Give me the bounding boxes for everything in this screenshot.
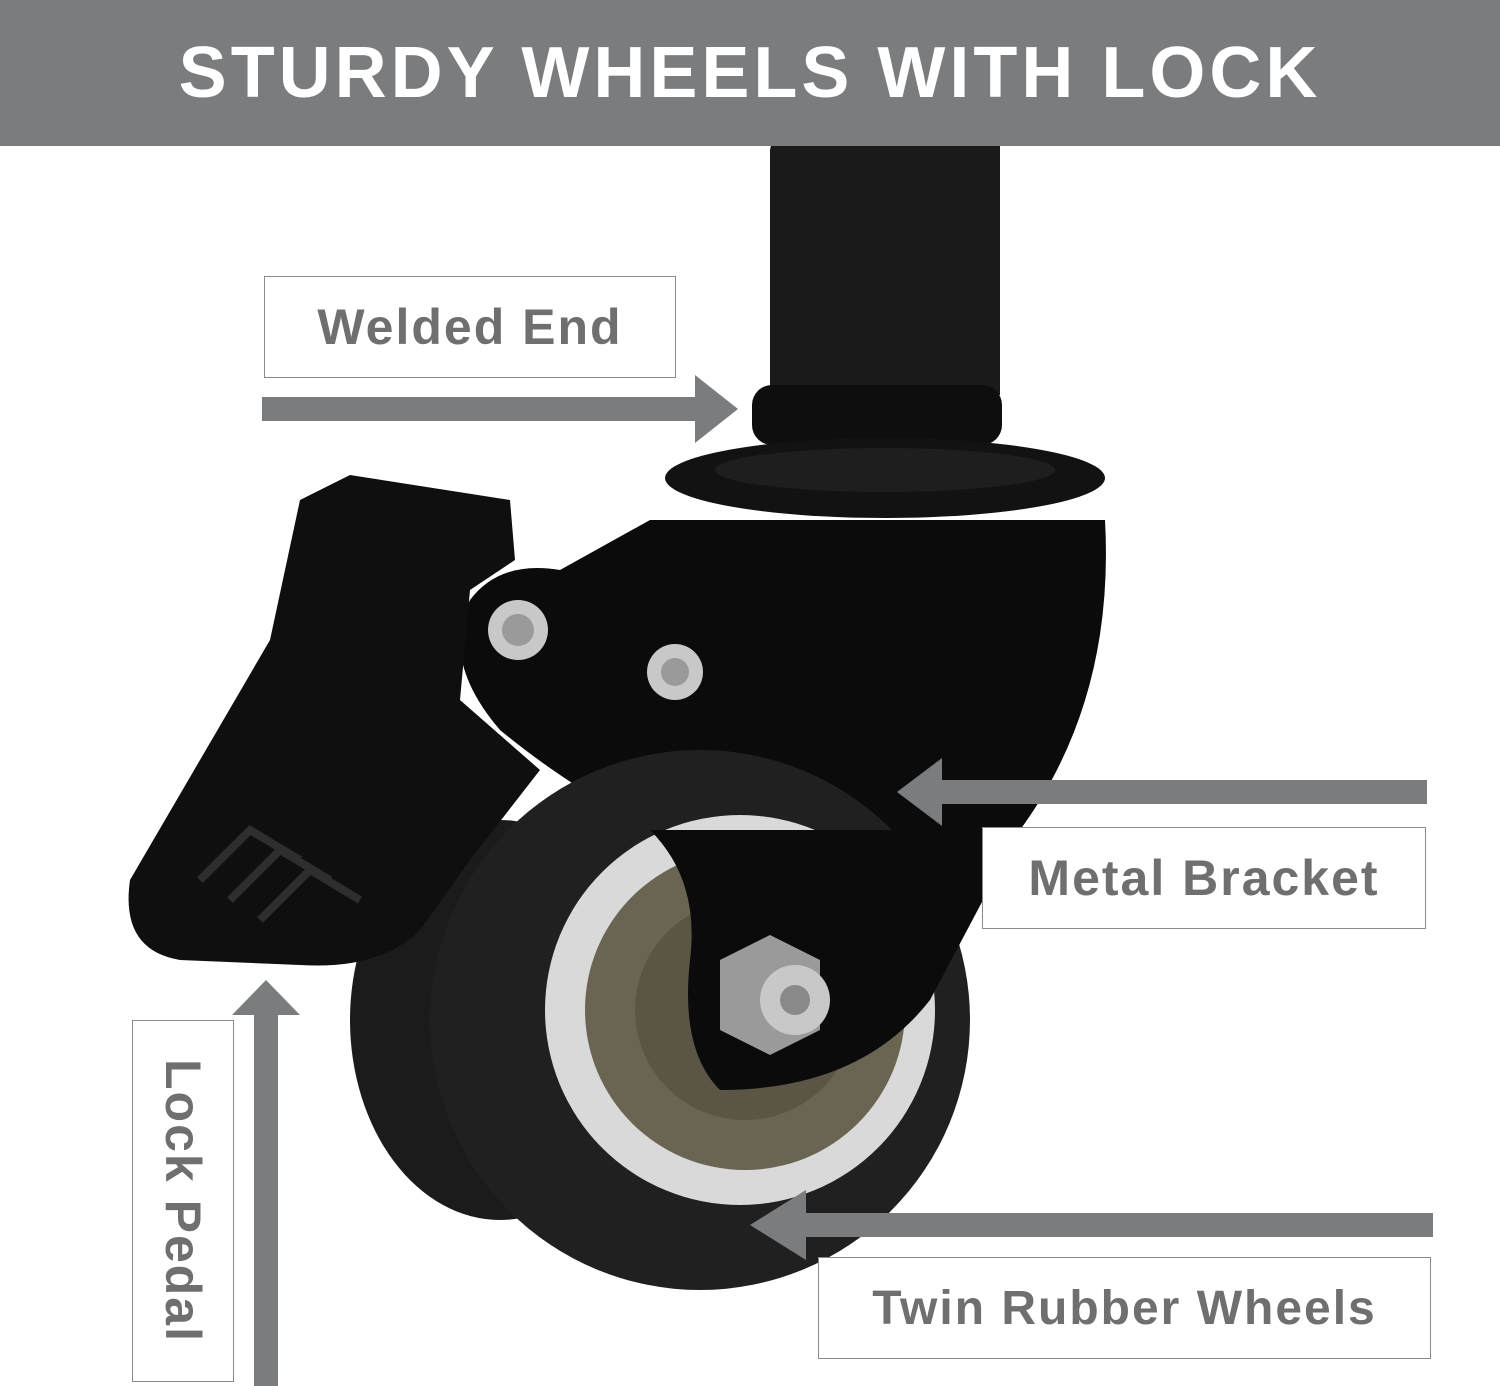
label-lock-pedal: Lock Pedal (155, 1059, 211, 1343)
label-lock-pedal-box: Lock Pedal (132, 1020, 234, 1382)
arrow-metal-bracket (897, 758, 1427, 826)
label-welded-end: Welded End (264, 276, 676, 378)
label-twin-rubber-wheels: Twin Rubber Wheels (818, 1257, 1431, 1359)
arrow-twin-wheels (750, 1190, 1433, 1260)
arrow-welded-end (262, 375, 738, 443)
title-banner (0, 0, 1500, 146)
label-metal-bracket: Metal Bracket (982, 827, 1426, 929)
arrow-lock-pedal (232, 980, 300, 1386)
banner-title: STURDY WHEELS WITH LOCK (178, 33, 1322, 113)
welded-collar (752, 385, 1002, 445)
